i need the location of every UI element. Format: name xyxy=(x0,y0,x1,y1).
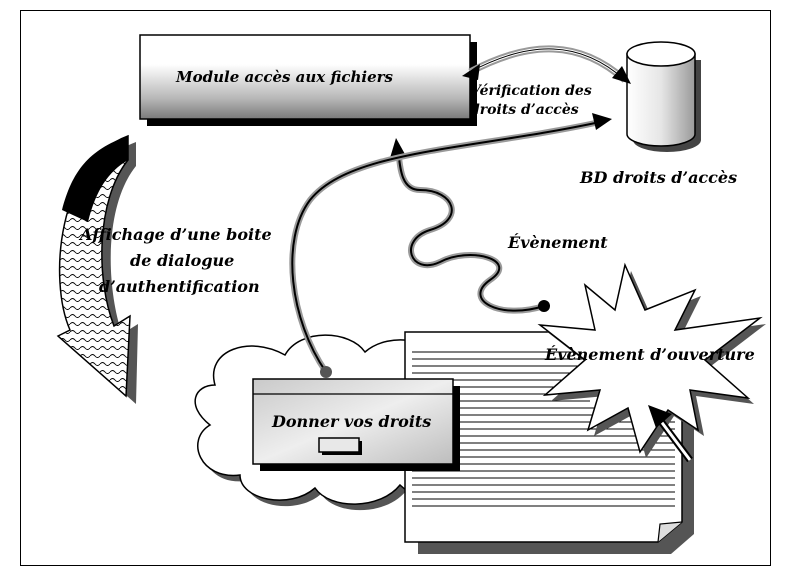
opening-event-label: Évènement d’ouverture xyxy=(545,345,755,364)
module-box xyxy=(139,34,477,126)
diagram-frame xyxy=(20,10,771,566)
dialog-ok-button[interactable] xyxy=(318,437,360,453)
credentials-arrow xyxy=(289,113,612,378)
verification-arrow xyxy=(462,45,631,84)
affichage-label-line1: Affichage d’une boite xyxy=(80,225,272,244)
event-wave-line xyxy=(390,138,550,314)
verification-label-line1: Vérification des xyxy=(470,83,592,99)
event-starburst xyxy=(537,262,766,458)
event-label: Évènement xyxy=(508,233,608,252)
dialog-box xyxy=(252,378,460,471)
affichage-arrow xyxy=(56,134,138,404)
dialog-title: Donner vos droits xyxy=(272,412,432,431)
database-label: BD droits d’accès xyxy=(580,168,738,187)
verification-label-line2: droits d’accès xyxy=(470,102,579,118)
affichage-label-line3: d’authentification xyxy=(99,277,260,296)
opening-event-arrow xyxy=(648,405,693,463)
module-label: Module accès aux fichiers xyxy=(176,68,393,86)
affichage-label-line2: de dialogue xyxy=(130,251,235,270)
database-cylinder xyxy=(626,41,701,152)
